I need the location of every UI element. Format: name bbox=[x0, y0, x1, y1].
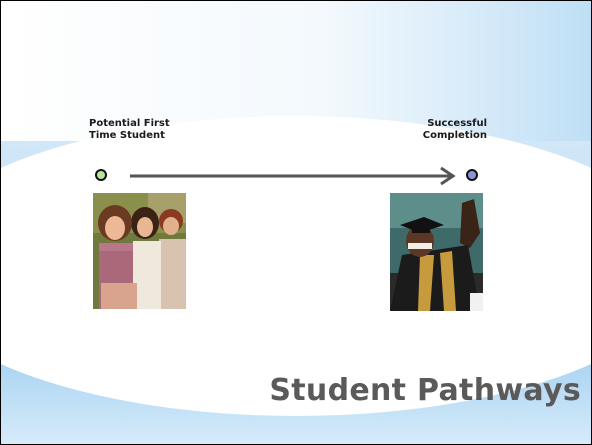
background-oval bbox=[1, 116, 591, 416]
graduate-photo bbox=[390, 193, 483, 311]
start-label-line1: Potential First bbox=[89, 118, 170, 129]
slide-title: Student Pathways bbox=[269, 373, 581, 408]
students-photo bbox=[93, 193, 186, 309]
end-label-line1: Successful bbox=[427, 118, 487, 129]
end-label-line2: Completion bbox=[422, 130, 487, 141]
end-label: Successful Completion bbox=[387, 118, 487, 142]
start-label-line2: Time Student bbox=[89, 130, 165, 141]
end-node-icon bbox=[466, 169, 478, 181]
start-node-icon bbox=[95, 169, 107, 181]
start-label: Potential First Time Student bbox=[89, 118, 209, 142]
